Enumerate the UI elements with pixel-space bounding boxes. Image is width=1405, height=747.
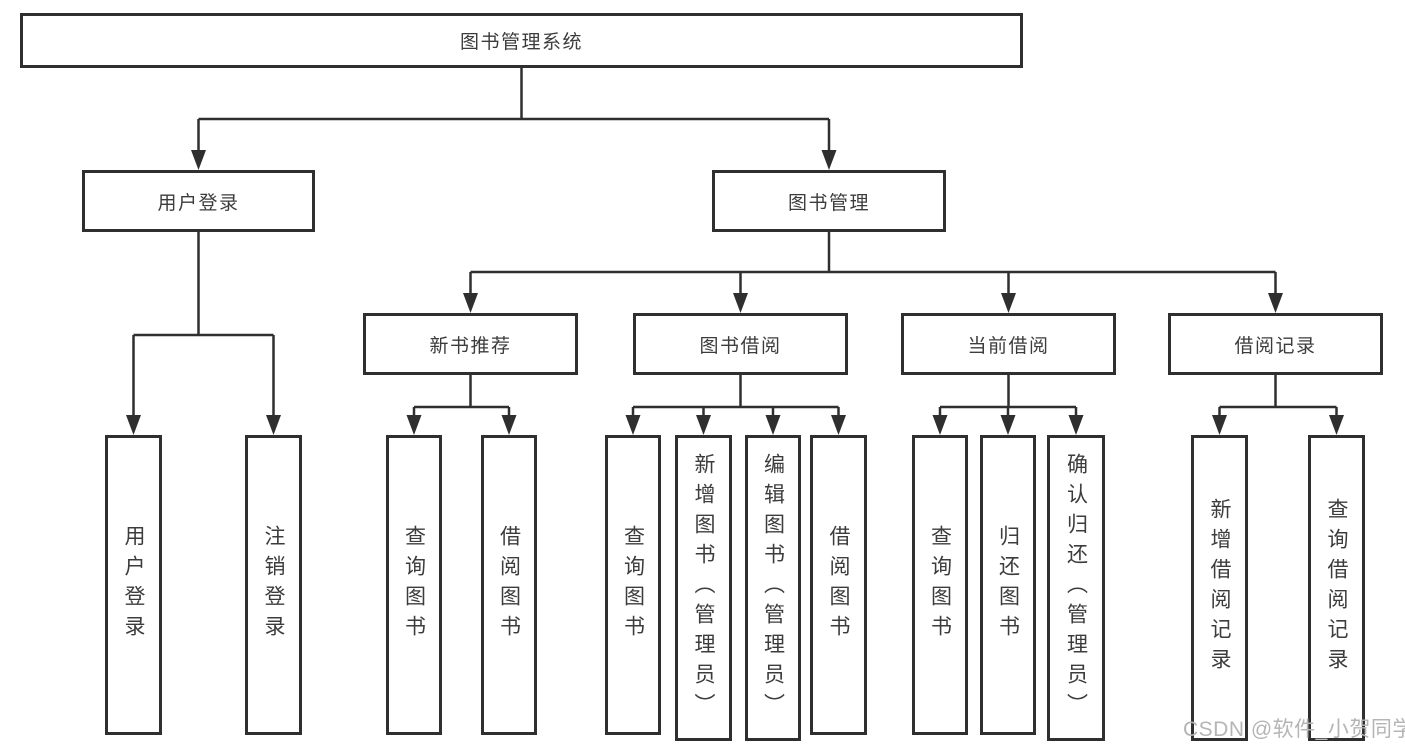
leaf-query-books-borrowing: 查询图书 [605,435,661,735]
node-book-borrowing: 图书借阅 [633,313,848,375]
node-current-borrowing: 当前借阅 [901,313,1116,375]
leaf-query-books-recommend: 查询图书 [386,435,442,735]
node-book-management: 图书管理 [712,170,946,232]
leaf-edit-books-admin: 编辑图书（管理员） [745,435,801,741]
leaf-query-books-current: 查询图书 [912,435,968,735]
leaf-confirm-return-admin: 确认归还（管理员） [1047,435,1105,741]
leaf-user-login: 用户登录 [105,435,162,735]
node-user-login: 用户登录 [82,170,315,232]
csdn-watermark: CSDN @软件_小贺同学 [1183,718,1405,741]
node-library-management-system: 图书管理系统 [20,13,1023,68]
node-new-book-recommendation: 新书推荐 [363,313,578,375]
leaf-return-books: 归还图书 [980,435,1036,735]
leaf-query-borrow-record: 查询借阅记录 [1308,435,1365,741]
leaf-logout: 注销登录 [245,435,302,735]
leaf-borrow-books-borrowing: 借阅图书 [810,435,867,735]
leaf-add-books-admin: 新增图书（管理员） [675,435,732,741]
leaf-borrow-books-recommend: 借阅图书 [481,435,537,735]
leaf-add-borrow-record: 新增借阅记录 [1191,435,1248,741]
node-borrowing-records: 借阅记录 [1168,313,1383,375]
